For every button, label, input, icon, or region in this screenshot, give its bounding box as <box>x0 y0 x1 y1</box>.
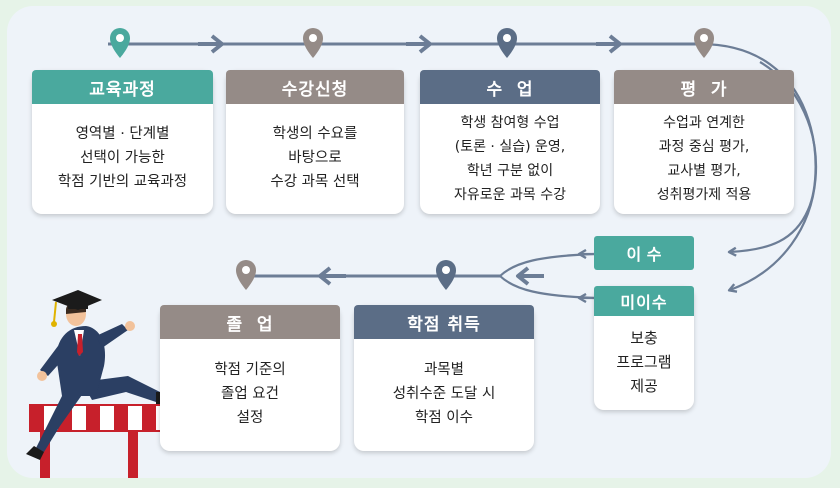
bottom-timeline <box>248 266 544 286</box>
step-card-registration: 수강신청 학생의 수요를 바탕으로 수강 과목 선택 <box>226 70 404 214</box>
step-title: 수 업 <box>420 70 600 104</box>
step-card-credit: 학점 취득 과목별 성취수준 도달 시 학점 이수 <box>354 305 534 451</box>
step-title: 평 가 <box>614 70 794 104</box>
arrow-icon <box>198 34 224 54</box>
step-description: 학점 기준의 졸업 요건 설정 <box>214 362 286 426</box>
arrow-icon <box>406 34 432 54</box>
step-description: 학생의 수요를 바탕으로 수강 과목 선택 <box>270 126 360 190</box>
step-title: 수강신청 <box>226 70 404 104</box>
arrow-icon <box>596 34 622 54</box>
location-pin-icon <box>694 28 714 58</box>
step-title: 교육과정 <box>32 70 213 104</box>
merge-lines <box>499 254 596 298</box>
outcome-fail-description: 보충 프로그램 제공 <box>616 329 672 395</box>
location-pin-icon <box>236 260 256 290</box>
step-card-curriculum: 교육과정 영역별 · 단계별 선택이 가능한 학점 기반의 교육과정 <box>32 70 213 214</box>
outcome-pass-label: 이 수 <box>594 236 694 270</box>
location-pin-icon <box>303 28 323 58</box>
step-description: 영역별 · 단계별 선택이 가능한 학점 기반의 교육과정 <box>57 126 188 190</box>
top-timeline <box>108 34 700 54</box>
location-pin-icon <box>497 28 517 58</box>
arrow-icon <box>318 266 346 286</box>
outcome-fail-card: 미이수 보충 프로그램 제공 <box>594 286 694 410</box>
step-card-evaluation: 평 가 수업과 연계한 과정 중심 평가, 교사별 평가, 성취평가제 적용 <box>614 70 794 214</box>
step-description: 과목별 성취수준 도달 시 학점 이수 <box>392 362 496 426</box>
step-description: 수업과 연계한 과정 중심 평가, 교사별 평가, 성취평가제 적용 <box>656 115 752 203</box>
location-pin-icon <box>436 260 456 290</box>
step-description: 학생 참여형 수업 (토론 · 실습) 운영, 학년 구분 없이 자유로운 과목… <box>454 115 566 203</box>
step-card-class: 수 업 학생 참여형 수업 (토론 · 실습) 운영, 학년 구분 없이 자유로… <box>420 70 600 214</box>
outcome-fail-label: 미이수 <box>594 286 694 316</box>
step-title: 학점 취득 <box>354 305 534 339</box>
location-pin-icon <box>110 28 130 58</box>
step-card-graduation: 졸 업 학점 기준의 졸업 요건 설정 <box>160 305 340 451</box>
graduate-hurdle-illustration <box>26 290 179 478</box>
step-title: 졸 업 <box>160 305 340 339</box>
arrow-icon <box>516 266 544 286</box>
